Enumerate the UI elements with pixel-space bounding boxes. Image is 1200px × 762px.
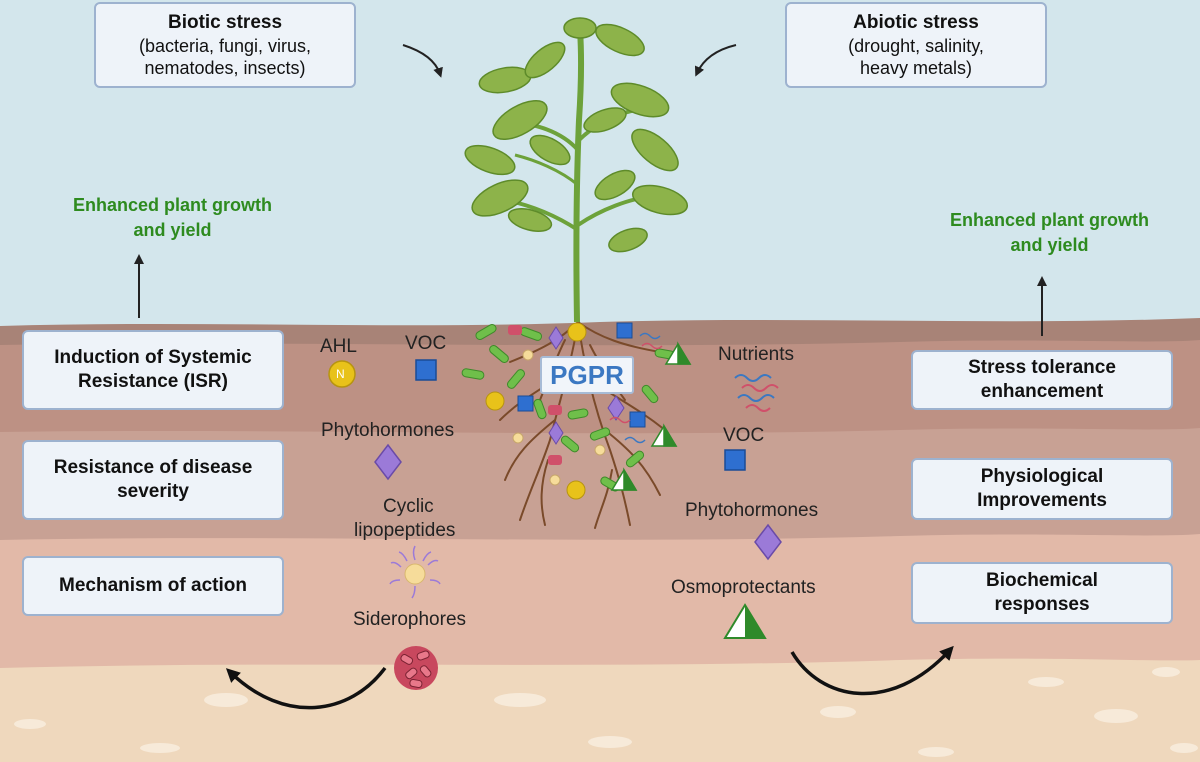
physiological-box: Physiological Improvements: [911, 458, 1173, 520]
plant-icon: [464, 17, 689, 323]
growth-label-left: Enhanced plant growth and yield: [30, 193, 315, 243]
root-ahl: [485, 322, 587, 500]
root-siderophores: [508, 325, 562, 465]
mechanism-box: Mechanism of action: [22, 556, 284, 616]
growth-right-line1: Enhanced plant growth: [949, 210, 1149, 230]
root-voc: [517, 322, 646, 428]
phytohormones-label-right: Phytohormones: [685, 500, 819, 521]
nutrients-icon: [734, 374, 779, 412]
voc-icon: [415, 359, 437, 381]
arrow-icon: [225, 645, 954, 710]
disease-line1: Resistance of disease: [53, 457, 253, 478]
soil-layers: [0, 318, 1200, 762]
physio-line1: Physiological: [980, 466, 1104, 487]
siderophores-label: Siderophores: [353, 609, 467, 630]
ahl-n-glyph: N: [336, 367, 345, 381]
root-nutrients: [609, 332, 663, 444]
isr-box: Induction of Systemic Resistance (ISR): [22, 330, 284, 410]
abiotic-stress-line1: (drought, salinity,: [848, 36, 984, 56]
abiotic-stress-line2: heavy metals): [859, 58, 973, 78]
biotic-stress-box: Biotic stress (bacteria, fungi, virus, n…: [94, 2, 356, 88]
stress-line2: enhancement: [980, 381, 1104, 402]
root-phyto: [548, 326, 625, 445]
abiotic-stress-title: Abiotic stress: [853, 12, 979, 33]
voc-label-left: VOC: [405, 333, 447, 354]
abiotic-stress-box: Abiotic stress (drought, salinity, heavy…: [785, 2, 1047, 88]
phytohormone-icon: [374, 443, 402, 481]
isr-line2: Resistance (ISR): [78, 371, 228, 392]
growth-label-right: Enhanced plant growth and yield: [907, 208, 1192, 258]
phytohormones-label-left: Phytohormones: [321, 420, 455, 441]
bacteria-icon: [461, 324, 676, 492]
osmoprotectants-label: Osmoprotectants: [671, 577, 816, 598]
growth-left-line2: and yield: [133, 220, 212, 240]
cyclic-label-line2: lipopeptides: [354, 520, 456, 541]
phytohormone-icon: [754, 523, 782, 561]
osmoprotectant-icon: [723, 603, 767, 639]
stress-line1: Stress tolerance: [968, 357, 1116, 378]
voc-icon: [724, 449, 746, 471]
ahl-icon: [328, 360, 356, 388]
biochem-line2: responses: [994, 594, 1090, 615]
siderophore-icon: [394, 646, 438, 690]
disease-resistance-box: Resistance of disease severity: [22, 440, 284, 520]
biotic-stress-title: Biotic stress: [167, 12, 283, 33]
biotic-stress-line2: nematodes, insects): [144, 58, 306, 78]
growth-right-line2: and yield: [1010, 235, 1089, 255]
biochem-line1: Biochemical: [986, 570, 1098, 591]
disease-line2: severity: [117, 481, 189, 502]
biotic-stress-line1: (bacteria, fungi, virus,: [138, 36, 312, 56]
physio-line2: Improvements: [977, 490, 1107, 511]
ahl-label: AHL: [320, 336, 357, 357]
biochemical-box: Biochemical responses: [911, 562, 1173, 624]
voc-label-right: VOC: [723, 425, 765, 446]
pgpr-label: PGPR: [540, 356, 634, 394]
nutrients-label: Nutrients: [718, 344, 795, 365]
root-osmo: [610, 341, 692, 491]
mechanism-line1: Mechanism of action: [59, 575, 247, 596]
pebbles: [14, 667, 1198, 757]
arrow-icon: [134, 44, 1047, 336]
cyclic-label-line1: Cyclic: [383, 496, 434, 517]
isr-line1: Induction of Systemic: [54, 347, 252, 368]
growth-left-line1: Enhanced plant growth: [72, 195, 272, 215]
stress-tolerance-box: Stress tolerance enhancement: [911, 350, 1173, 410]
lipopeptide-icon: [389, 545, 441, 599]
root-lipopeptides: [512, 349, 606, 486]
